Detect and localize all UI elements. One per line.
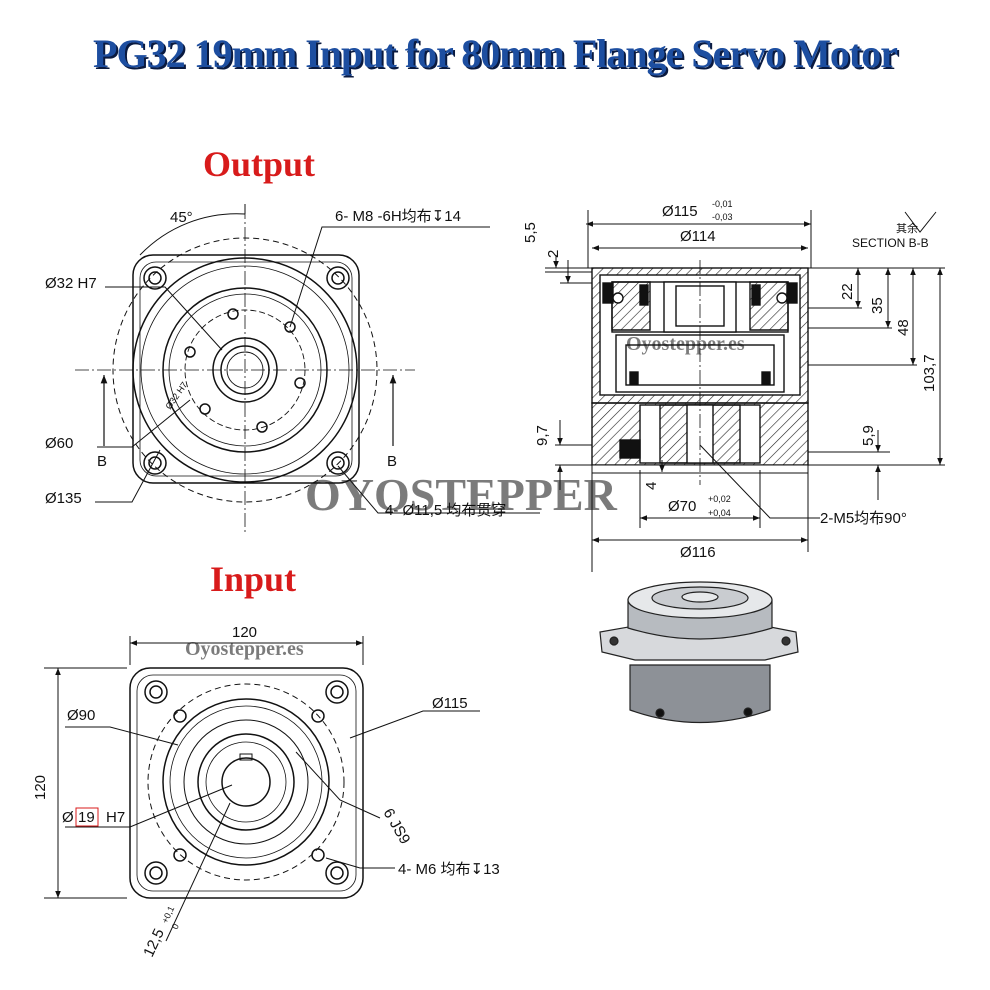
section-mark-left: B [97,453,107,470]
input-key-height-label: 12,5 [140,926,168,960]
section-labels: 其余 SECTION B-B Ø115 -0,01 -0,03 Ø114 Ø70… [522,199,938,561]
output-bore-label: Ø32 H7 [45,275,97,292]
section-h9-7: 9,7 [534,425,551,446]
gearbox-illustration [599,581,799,724]
input-pilot-label: Ø90 [67,707,95,724]
input-width-label: 120 [232,624,257,641]
output-angle-label: 45° [170,209,193,226]
input-key-tol-lower: 0 [170,922,181,931]
watermark: OYOSTEPPER Oyostepper.es Oyostepper.es [185,333,745,660]
output-heading: Output [203,144,316,184]
output-thread-holes-label: 6- M8 -6H均布↧14 [335,208,461,225]
section-d114: Ø114 [680,228,716,245]
output-center-label: Ø60 [45,435,73,452]
input-key-tol-upper: +0,1 [160,905,177,925]
section-h35: 35 [869,297,886,314]
input-shaft-bore [221,757,271,807]
input-flange [129,667,364,899]
input-corner-holes [144,680,349,885]
input-thread-holes-label: 4- M6 均布↧13 [398,861,500,878]
section-screws-label: 2-M5均布90° [820,510,907,527]
output-pcd-label: Ø135 [45,490,82,507]
page-title: PG32 19mm Input for 80mm Flange Servo Mo… [93,31,898,76]
input-key-label: 6 JS9 [380,806,414,848]
output-labels: 45° Ø32 H7 Ø60 Ø135 6- M8 -6H均布↧14 4- Ø1… [45,208,506,519]
input-height-label: 120 [32,775,49,800]
output-view: Ø32 H7 [75,204,540,535]
section-d115: Ø115 [662,203,698,220]
section-h103-7: 103,7 [921,354,938,392]
section-mark-right: B [387,453,397,470]
section-title: SECTION B-B [852,236,929,250]
section-d70: Ø70 [668,498,696,515]
input-heading: Input [210,559,297,599]
section-h48: 48 [895,319,912,336]
section-roughness-label: 其余 [896,221,918,235]
output-thread-holes [184,308,306,433]
section-d70-lower: +0,04 [708,508,731,518]
output-corner-holes [143,266,350,475]
section-d70-upper: +0,02 [708,494,731,504]
section-d115-upper: -0,01 [712,199,733,209]
input-pilot [162,698,330,866]
output-through-holes-label: 4- Ø11,5 均布贯穿 [385,502,506,519]
section-dimension-lines [545,210,945,572]
input-thread-holes [173,709,325,862]
section-d115-lower: -0,03 [712,212,733,222]
input-pcd-label: Ø115 [432,695,468,712]
section-h5-5: 5,5 [522,222,539,243]
watermark-brand: OYOSTEPPER [305,469,618,520]
section-h5-9: 5,9 [860,425,877,446]
input-bore-value: 19 [78,809,95,826]
section-h2: 2 [545,250,562,258]
input-bore-tolerance: H7 [106,809,125,826]
input-view [44,636,480,942]
section-h22: 22 [839,283,856,300]
input-bore-label: Ø [62,809,74,826]
input-clamp-ring [197,733,295,831]
section-view [591,260,809,485]
section-d116: Ø116 [680,544,716,561]
section-h4: 4 [643,482,660,490]
input-labels: 120 120 Ø90 Ø115 Ø 19 H7 6 JS9 4- M6 均布↧… [32,624,500,960]
watermark-url-section: Oyostepper.es [626,333,745,355]
watermark-url-input: Oyostepper.es [185,638,304,660]
